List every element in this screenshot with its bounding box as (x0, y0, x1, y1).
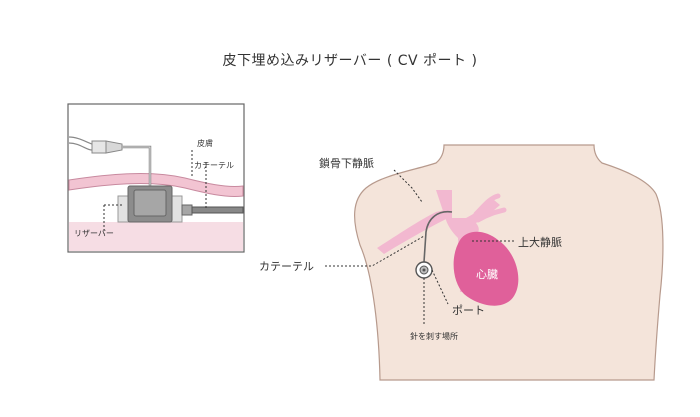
port-label: ポート (452, 304, 485, 317)
inset-catheter-label: カテーテル (194, 161, 234, 170)
subclavian-vein (377, 210, 452, 254)
heart (453, 231, 519, 306)
skin-label: 皮膚 (197, 139, 213, 148)
inset-panel (67, 103, 245, 253)
heart-label: 心臓 (476, 268, 498, 281)
reservoir-chamber (133, 189, 167, 217)
catheter-label: カテーテル (259, 260, 314, 273)
needle-site-label: 針を刺す場所 (410, 332, 458, 341)
superior-vena-cava-label: 上大静脈 (518, 236, 562, 249)
needle-cone (105, 140, 123, 154)
inset-tissue-layer (69, 222, 243, 251)
reservoir-outlet (181, 204, 193, 216)
needle-hub (91, 140, 107, 154)
body-figure (325, 144, 664, 381)
inset-catheter (191, 206, 244, 214)
inset-tube (68, 142, 93, 151)
reservoir-label: リザーバー (74, 229, 114, 238)
needle-site-dot (422, 268, 426, 272)
inset-skin-layer (68, 173, 244, 197)
diagram-title: 皮下埋め込みリザーバー ( CV ポート ) (222, 53, 478, 69)
subclavian-vein-label: 鎖骨下静脈 (319, 157, 374, 170)
inset-tube-2 (68, 136, 93, 145)
body-catheter (423, 210, 453, 263)
